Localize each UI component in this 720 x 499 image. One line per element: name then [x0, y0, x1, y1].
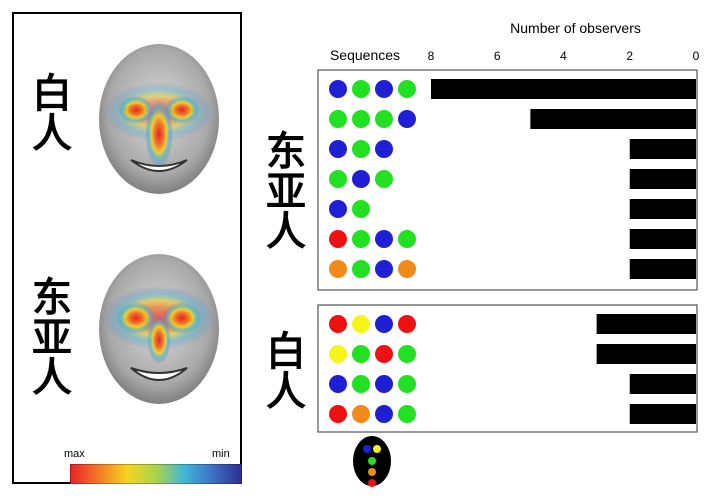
fixation-legend-dot [363, 445, 371, 453]
colorbar-gradient [70, 464, 242, 484]
bar [431, 79, 696, 99]
sequence-dot [352, 170, 370, 188]
x-tick-label: 6 [494, 49, 501, 63]
sequence-dot [329, 80, 347, 98]
sequence-dot [329, 315, 347, 333]
group-label-white: 白人 [259, 330, 305, 410]
heat-nose [147, 316, 171, 364]
sequence-dot [375, 260, 393, 278]
sequence-dot [398, 375, 416, 393]
sequence-dot [329, 375, 347, 393]
sequence-dot [375, 80, 393, 98]
sequence-dot [375, 375, 393, 393]
chart-title: Number of observers [510, 20, 641, 36]
bar [629, 229, 696, 249]
sequence-dot [398, 260, 416, 278]
sequence-dot [352, 230, 370, 248]
face-heatmap-white [99, 44, 219, 194]
bar [629, 199, 696, 219]
x-tick-label: 8 [428, 49, 435, 63]
group-panel [317, 69, 698, 291]
sequence-dot [329, 140, 347, 158]
face-label-east-asian: 东亚人 [25, 276, 71, 396]
sequence-dot [329, 345, 347, 363]
sequence-dot [329, 230, 347, 248]
face-heatmap-east-asian [99, 254, 219, 404]
sequence-dot [398, 315, 416, 333]
sequence-dot [329, 110, 347, 128]
mouth [130, 367, 188, 381]
sequence-dot [352, 375, 370, 393]
sequence-dot [329, 405, 347, 423]
x-tick-label: 2 [626, 49, 633, 63]
colorbar-max-label: max [64, 448, 85, 460]
sequence-dot [375, 405, 393, 423]
sequence-dot [352, 405, 370, 423]
sequence-dot [375, 170, 393, 188]
bar [629, 139, 696, 159]
bar [596, 314, 696, 334]
bar [629, 259, 696, 279]
sequence-dot [398, 230, 416, 248]
sequence-dot [398, 345, 416, 363]
sequence-dot [375, 140, 393, 158]
heat-eye-left [118, 96, 154, 124]
x-tick-label: 4 [560, 49, 567, 63]
heat-nose [145, 100, 173, 168]
bar [629, 169, 696, 189]
colorbar [70, 464, 242, 484]
heat-eye-right [164, 96, 200, 124]
sequence-dot [398, 80, 416, 98]
sequence-dot [352, 80, 370, 98]
heat-eye-right [162, 302, 202, 334]
sequence-dot [329, 170, 347, 188]
sequence-dot [375, 315, 393, 333]
bar [530, 109, 696, 129]
column-header-sequences: Sequences [330, 47, 400, 63]
sequence-dot [375, 110, 393, 128]
sequence-dot [398, 110, 416, 128]
fixation-legend-dot [368, 468, 376, 476]
sequence-dot [398, 405, 416, 423]
sequence-dot [352, 200, 370, 218]
heat-eye-left [116, 302, 156, 334]
sequence-dot [352, 110, 370, 128]
sequence-dot [352, 260, 370, 278]
sequence-dot [352, 345, 370, 363]
group-label-east-asian: 东亚人 [259, 130, 305, 250]
sequence-dot [375, 230, 393, 248]
bar [629, 374, 696, 394]
fixation-legend-dot [368, 457, 376, 465]
bar [629, 404, 696, 424]
sequence-dot [329, 200, 347, 218]
sequence-dot [329, 260, 347, 278]
face-label-white: 白人 [25, 72, 71, 152]
mouth [130, 159, 188, 172]
sequence-dot [352, 140, 370, 158]
fixation-legend-dot [373, 445, 381, 453]
group-panel [317, 304, 698, 433]
bar [596, 344, 696, 364]
faces-panel: 白人 东亚人 [12, 12, 242, 484]
sequence-dot [352, 315, 370, 333]
x-tick-label: 0 [693, 49, 700, 63]
colorbar-min-label: min [212, 448, 230, 460]
fixation-legend-dot [368, 479, 376, 487]
sequence-dot [375, 345, 393, 363]
